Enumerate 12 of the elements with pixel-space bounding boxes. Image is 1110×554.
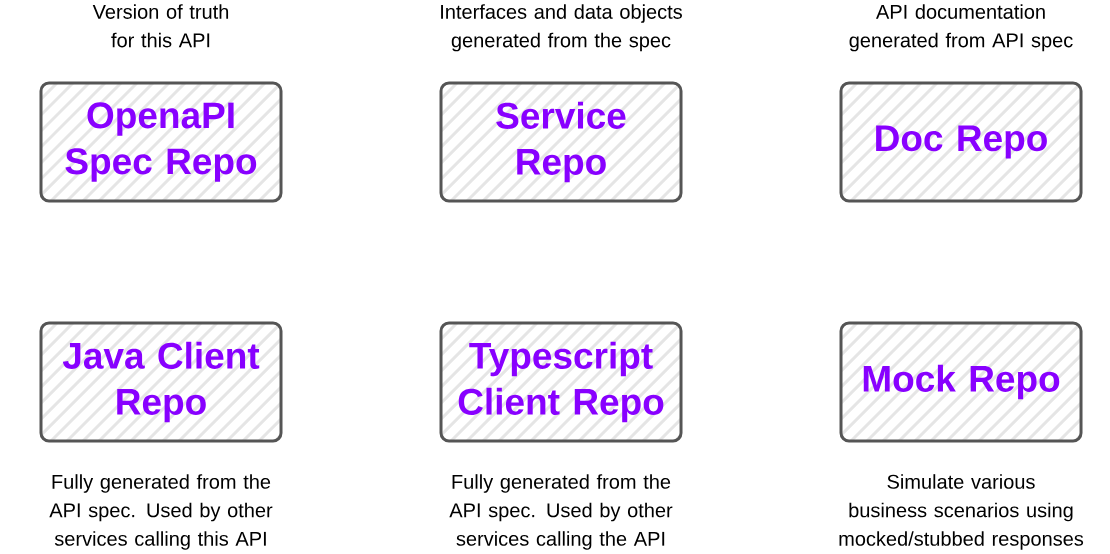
repo-box: Doc Repo	[839, 81, 1083, 203]
repo-box: Typescript Client Repo	[439, 321, 683, 443]
caption-text: Interfaces and data objects generated from the spec	[441, 4, 682, 52]
caption-text: Fully generated from the API spec. Used by other services calling the API	[449, 474, 673, 550]
repo-box: Java Client Repo	[39, 321, 283, 443]
caption-text: Fully generated from the API spec. Used by other services calling this API	[49, 474, 273, 550]
repo-box: OpenaPI Spec Repo	[39, 81, 283, 203]
caption-text: Simulate various business scenarios using mocked/stubbed responses	[839, 474, 1084, 550]
repo-box: Service Repo	[439, 81, 683, 203]
repo-box: Mock Repo	[839, 321, 1083, 443]
caption-text: API documentation generated from API spec	[849, 4, 1073, 52]
caption-text: Version of truth for this API	[92, 4, 229, 48]
